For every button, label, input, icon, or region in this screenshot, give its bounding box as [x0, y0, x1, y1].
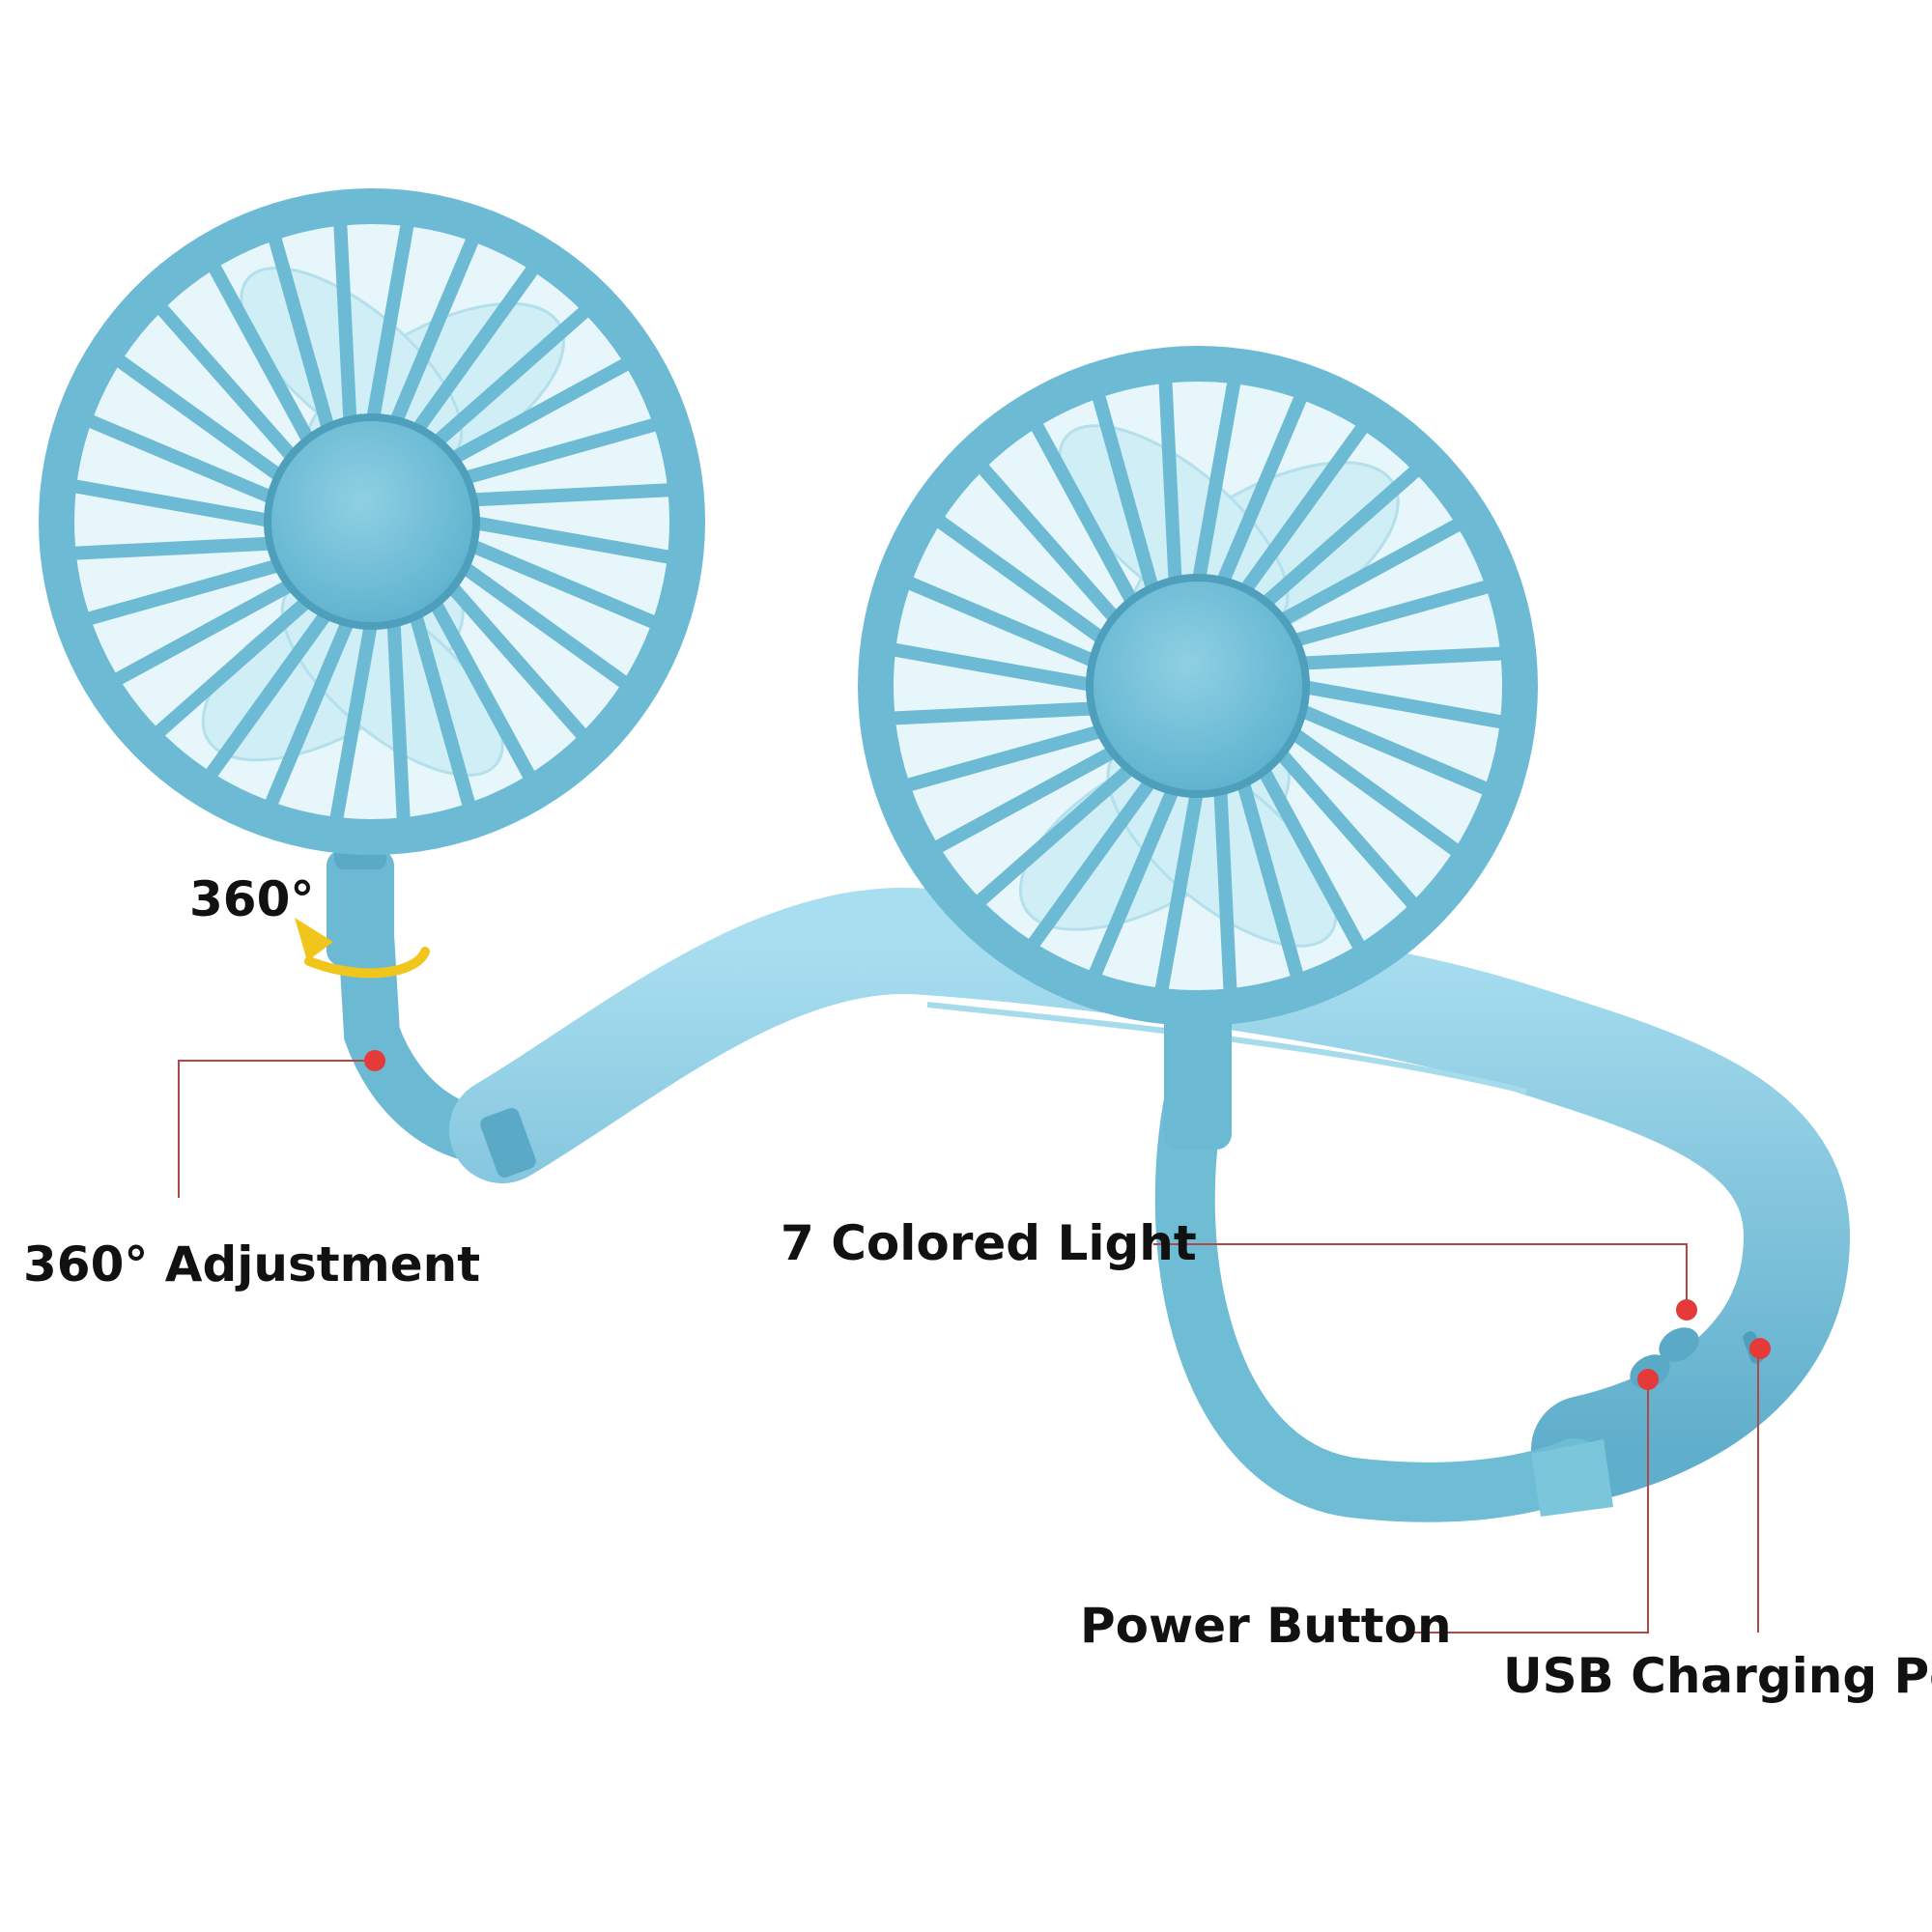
grille-spoke — [103, 575, 303, 691]
grille-spoke — [1289, 646, 1518, 670]
leader-light — [1153, 1243, 1688, 1306]
grille-spoke — [1235, 414, 1375, 603]
red-dot-icon — [1637, 1369, 1659, 1390]
grille-spoke — [1292, 679, 1517, 730]
grille-spoke — [452, 415, 669, 487]
leader-power — [1412, 1379, 1649, 1634]
grille-spoke — [1281, 578, 1502, 649]
usb-port-label: USB Charging Port — [1503, 1648, 1932, 1704]
grille-spoke — [452, 556, 638, 695]
grille-spoke — [923, 741, 1126, 858]
grille-spoke — [1269, 514, 1472, 631]
grille-spoke — [967, 757, 1143, 913]
grille-spoke — [459, 482, 685, 507]
grille-spoke — [1253, 459, 1429, 614]
grille-spoke — [1213, 384, 1311, 595]
left-fan — [39, 188, 705, 855]
grille-spoke — [440, 575, 595, 748]
grille-spoke — [266, 224, 337, 441]
grille-spoke — [894, 723, 1115, 794]
grille-spoke — [386, 609, 412, 835]
grille-spoke — [425, 298, 598, 453]
red-dot-icon — [364, 1050, 385, 1071]
grille-spoke — [327, 611, 379, 834]
grille-spoke — [1235, 769, 1306, 990]
curved-arrow-icon — [304, 947, 430, 979]
grille-spoke — [146, 590, 319, 745]
grille-spoke — [971, 455, 1126, 631]
grille-spoke — [1191, 367, 1242, 592]
grille-spoke — [878, 701, 1107, 725]
red-dot-icon — [1749, 1338, 1771, 1359]
neckband — [334, 841, 1851, 1522]
grille-spoke — [203, 253, 319, 453]
grille-spoke — [1269, 741, 1425, 917]
callout-markers — [364, 1050, 1771, 1390]
grille-spoke — [149, 296, 303, 469]
grille-spoke — [1281, 723, 1469, 863]
grille-spoke — [1253, 757, 1370, 960]
grille-spoke — [1158, 366, 1182, 595]
grille-spoke — [332, 209, 357, 435]
grille-spoke — [75, 411, 285, 507]
grille-spoke — [879, 641, 1104, 693]
grille-spoke — [407, 256, 545, 441]
grille-spoke — [1213, 777, 1237, 1006]
grille-spoke — [1085, 777, 1182, 988]
grille-spoke — [407, 602, 478, 819]
grille-spoke — [1289, 701, 1500, 799]
curved-arrow-head-icon — [295, 918, 333, 961]
grille-spoke — [462, 515, 684, 566]
grille-spoke — [1026, 412, 1143, 614]
grille-spoke — [59, 536, 285, 561]
grille-spoke — [425, 590, 541, 790]
red-dot-icon — [1676, 1299, 1697, 1321]
grille-spoke — [60, 477, 282, 528]
grille-spoke — [926, 509, 1115, 649]
grille-spoke — [199, 602, 337, 787]
grille-spoke — [895, 573, 1107, 670]
leader-adjustment — [178, 1060, 375, 1198]
leader-lines — [178, 1060, 1759, 1634]
right-fan — [858, 346, 1538, 1026]
grille-spoke — [440, 353, 640, 469]
grille-spoke — [459, 536, 668, 633]
grille-spoke — [74, 556, 292, 628]
grille-spoke — [1090, 382, 1161, 603]
grille-spoke — [106, 349, 292, 487]
rotation-label: 360° — [189, 871, 315, 927]
grille-spoke — [386, 225, 483, 435]
colored-light-label: 7 Colored Light — [781, 1215, 1197, 1271]
adjustment-label: 360° Adjustment — [23, 1236, 481, 1293]
right-fan-stem — [1164, 1005, 1232, 1150]
grille-spoke — [1153, 780, 1205, 1005]
grille-spoke — [1021, 769, 1161, 957]
grille-spoke — [365, 210, 416, 432]
power-button-label: Power Button — [1080, 1598, 1452, 1654]
grille-spoke — [261, 609, 357, 818]
